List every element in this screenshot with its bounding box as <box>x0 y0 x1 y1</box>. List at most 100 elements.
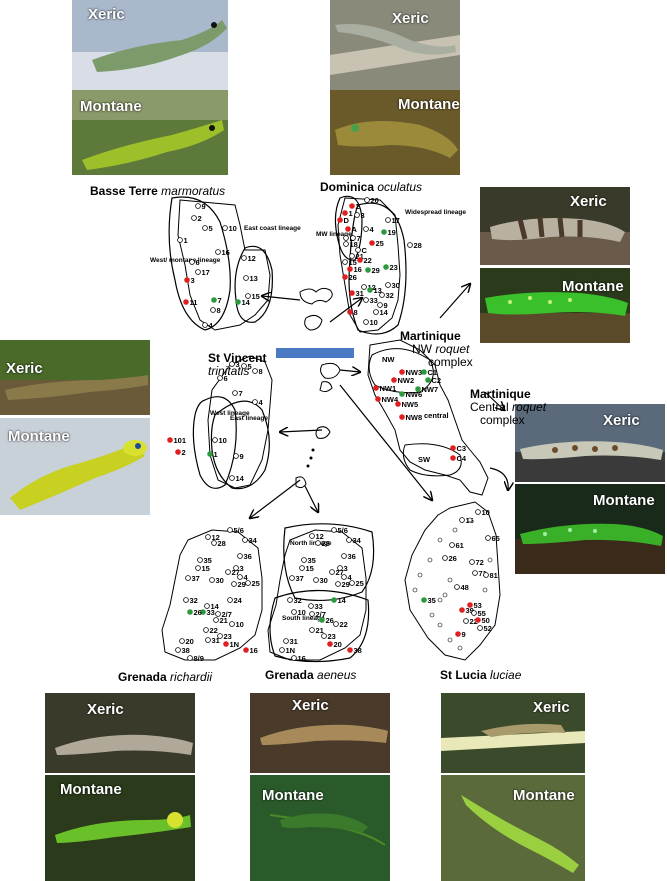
site-label: 55 <box>478 609 486 618</box>
site-label: 8 <box>259 367 263 376</box>
site-label: 12 <box>248 254 256 263</box>
site-label: 35 <box>308 556 316 565</box>
site-label: 11 <box>190 298 198 307</box>
site-label: C4 <box>457 454 467 463</box>
site-label: 22 <box>364 256 372 265</box>
photo-st-vincent-xeric: Xeric <box>0 340 150 415</box>
site-label: 4 <box>370 225 375 234</box>
site-label: 2/7 <box>316 610 326 619</box>
site-label: NW1 <box>380 384 397 393</box>
site-marker <box>232 390 238 396</box>
lineage-label: West lineage <box>210 410 250 417</box>
site-label: 25 <box>376 239 384 248</box>
site-marker <box>195 269 201 275</box>
site-marker <box>229 475 235 481</box>
lineage-label: South lineage <box>282 615 325 622</box>
site-marker <box>337 565 343 571</box>
site-label: 4 <box>348 573 353 582</box>
photo-martinique-nw-xeric: Xeric <box>480 187 630 265</box>
map-lesser-antilles <box>295 287 341 489</box>
site-label: 21 <box>220 616 228 625</box>
site-label: 10 <box>236 620 244 629</box>
site-label: 7 <box>239 389 243 398</box>
site-label: 20 <box>371 196 379 205</box>
site-marker <box>437 597 443 603</box>
site-label: 8/9 <box>194 654 204 663</box>
site-marker <box>225 569 231 575</box>
site-label: 65 <box>492 534 500 543</box>
site-label: NW2 <box>398 376 415 385</box>
site-marker <box>207 451 213 457</box>
site-label: 30 <box>320 576 328 585</box>
site-label: 5/6 <box>234 526 244 535</box>
xeric-label: Xeric <box>88 6 125 23</box>
site-marker <box>342 274 348 280</box>
site-label: 12 <box>368 283 376 292</box>
xeric-label: Xeric <box>603 412 640 429</box>
site-marker <box>184 277 190 283</box>
site-marker <box>183 299 189 305</box>
site-marker <box>217 375 223 381</box>
site-label: 30 <box>216 576 224 585</box>
photo-dominica-montane: Montane <box>330 90 460 175</box>
site-marker <box>202 225 208 231</box>
site-label: 32 <box>386 291 394 300</box>
region-label: NW <box>382 355 395 364</box>
site-marker <box>347 266 353 272</box>
site-marker <box>175 449 181 455</box>
site-marker <box>417 572 423 578</box>
site-label: 23 <box>390 263 398 272</box>
montane-label: Montane <box>593 492 655 509</box>
site-label: 15 <box>252 292 260 301</box>
site-marker <box>319 617 325 623</box>
site-marker <box>189 259 195 265</box>
lineage-label: Widespread lineage <box>405 209 466 216</box>
site-label: 10 <box>298 608 306 617</box>
site-marker <box>210 307 216 313</box>
photo-grenada-aeneus-xeric: Xeric <box>250 693 390 773</box>
site-marker <box>343 235 349 241</box>
site-label: 39 <box>466 606 474 615</box>
site-label: 72 <box>476 558 484 567</box>
site-marker <box>331 597 337 603</box>
site-marker <box>252 368 258 374</box>
site-marker <box>467 517 473 523</box>
site-marker <box>287 597 293 603</box>
site-marker <box>367 287 373 293</box>
site-marker <box>327 641 333 647</box>
site-marker <box>385 282 391 288</box>
site-label: 12 <box>316 532 324 541</box>
site-label: 7 <box>357 234 361 243</box>
site-label: 10 <box>370 318 378 327</box>
site-label: 1N <box>230 640 240 649</box>
site-label: 26 <box>449 554 457 563</box>
site-marker <box>343 241 349 247</box>
site-marker <box>283 638 289 644</box>
site-label: NW6 <box>406 390 423 399</box>
site-label: 17 <box>392 216 400 225</box>
site-label: 31 <box>356 289 364 298</box>
site-marker <box>191 215 197 221</box>
site-label: 26 <box>194 608 202 617</box>
site-marker <box>407 242 413 248</box>
site-marker <box>454 584 460 590</box>
site-marker <box>205 534 211 540</box>
site-label: 21 <box>316 626 324 635</box>
site-label: 16 <box>250 646 258 655</box>
site-marker <box>308 603 314 609</box>
montane-label: Montane <box>262 787 324 804</box>
site-label: 5 <box>248 362 252 371</box>
caption-grenada-aeneus: Grenada aeneus <box>265 668 357 682</box>
photo-basse-terre-xeric: Xeric <box>72 0 228 90</box>
caption-st-lucia: St Lucia luciae <box>440 668 522 682</box>
photo-martinique-central-montane: Montane <box>515 484 665 574</box>
site-marker <box>455 631 461 637</box>
site-label: 36 <box>244 552 252 561</box>
site-label: 38 <box>182 646 190 655</box>
site-label: 21 <box>356 252 364 261</box>
site-marker <box>187 655 193 661</box>
site-marker <box>203 627 209 633</box>
site-label: 5/6 <box>338 526 348 535</box>
xeric-label: Xeric <box>570 193 607 210</box>
